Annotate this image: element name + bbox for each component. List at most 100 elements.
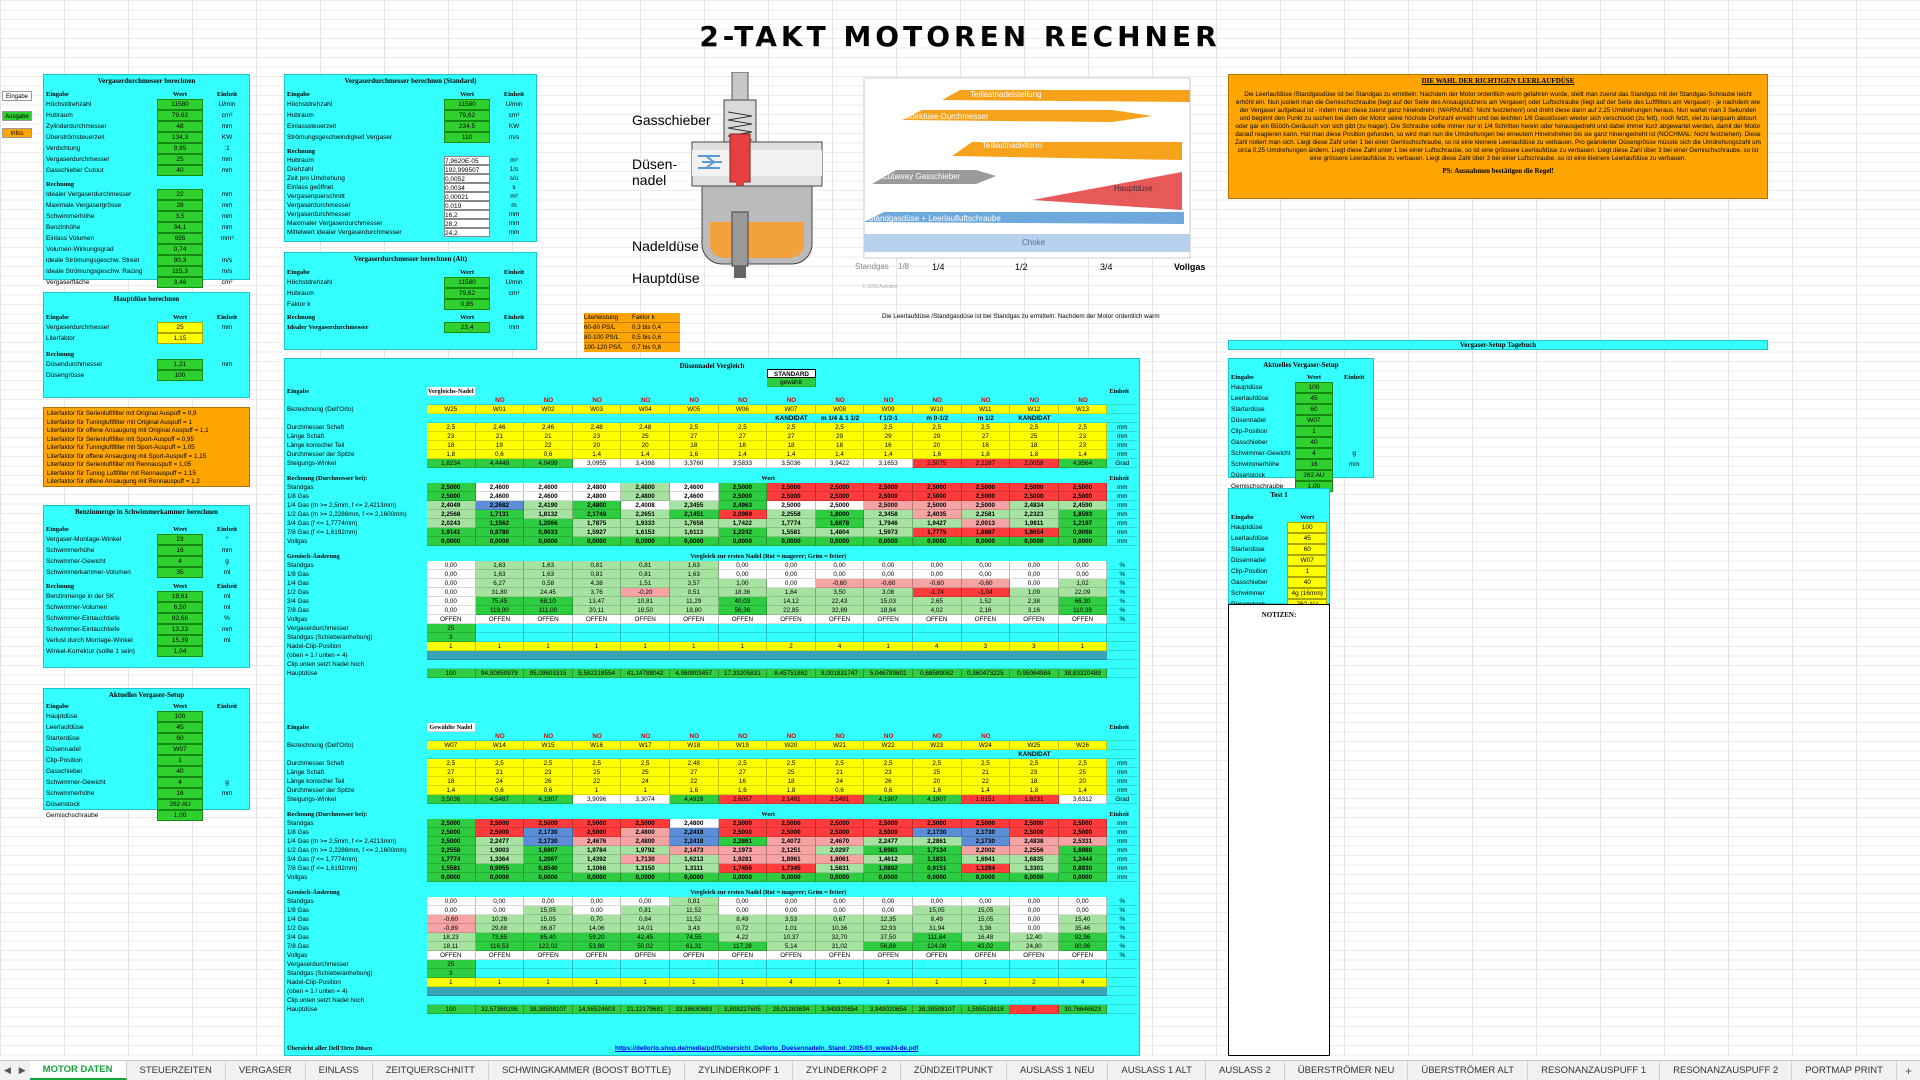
tab-zylinderkopf-2[interactable]: ZYLINDERKOPF 2 xyxy=(793,1061,901,1080)
needle-cell[interactable]: W16 xyxy=(572,741,622,750)
input-cell[interactable]: 60 xyxy=(1287,544,1327,555)
dim-cell[interactable]: 1,4 xyxy=(718,450,768,459)
hauptduese-cell[interactable]: 30,76646823 xyxy=(1058,1005,1108,1014)
output-cell[interactable]: 695 xyxy=(157,233,203,244)
dim-cell[interactable]: 2,46 xyxy=(475,423,525,432)
extra-cell[interactable] xyxy=(524,624,573,633)
output-cell[interactable]: 35 xyxy=(157,567,203,578)
output-cell[interactable]: 34,1 xyxy=(157,222,203,233)
extra-cell[interactable] xyxy=(767,624,816,633)
diameter-cell[interactable]: 2,1973 xyxy=(718,846,768,855)
needle-cell[interactable]: W02 xyxy=(524,405,573,414)
dim-cell[interactable]: 20 xyxy=(621,441,670,450)
mixture-cell[interactable]: 15,05 xyxy=(524,906,573,915)
flag-cell[interactable]: NO xyxy=(621,732,670,741)
mixture-cell[interactable]: 15,05 xyxy=(524,915,573,924)
dim-cell[interactable]: 2,5 xyxy=(669,423,719,432)
clip-cell[interactable]: 1 xyxy=(475,978,525,987)
mixture-cell[interactable]: OFFEN xyxy=(621,615,670,624)
output-cell[interactable]: 100 xyxy=(1294,382,1334,393)
diameter-cell[interactable]: 0,0000 xyxy=(718,873,768,882)
output-cell[interactable]: 0,0034 xyxy=(444,183,490,192)
mixture-cell[interactable]: 0,00 xyxy=(427,906,476,915)
uebersicht-link[interactable]: https://dellorto.shop.de/media/pdf/Ueber… xyxy=(615,1045,919,1052)
dim-cell[interactable]: 1,4 xyxy=(572,450,622,459)
mixture-cell[interactable]: 8,49 xyxy=(912,915,962,924)
mixture-cell[interactable]: 56,36 xyxy=(718,606,768,615)
mixture-cell[interactable]: OFFEN xyxy=(669,615,719,624)
clip-cell[interactable]: 1 xyxy=(427,978,476,987)
mixture-cell[interactable]: 1,63 xyxy=(669,561,719,570)
diameter-cell[interactable]: 0,0000 xyxy=(572,537,622,546)
needle-cell[interactable]: W25 xyxy=(427,405,476,414)
kandidat-cell[interactable] xyxy=(427,414,476,423)
dim-cell[interactable]: 1,8234 xyxy=(427,459,476,468)
dim-cell[interactable]: 1,4 xyxy=(1058,450,1108,459)
mixture-cell[interactable]: 0,81 xyxy=(621,906,670,915)
dim-cell[interactable]: 1,4 xyxy=(961,786,1011,795)
diameter-cell[interactable]: 1,6981 xyxy=(864,846,913,855)
mixture-cell[interactable]: 2,38 xyxy=(1010,597,1059,606)
diameter-cell[interactable]: 0,8930 xyxy=(1058,864,1108,873)
dim-cell[interactable]: 18 xyxy=(767,777,816,786)
extra-cell[interactable] xyxy=(767,633,816,642)
mixture-cell[interactable]: 0,00 xyxy=(815,570,865,579)
dim-cell[interactable]: 23 xyxy=(427,432,476,441)
diameter-cell[interactable]: 2,5331 xyxy=(1058,837,1108,846)
dim-cell[interactable]: 2,48 xyxy=(621,423,670,432)
mixture-cell[interactable]: 0,00 xyxy=(427,561,476,570)
dim-cell[interactable]: 29 xyxy=(912,432,962,441)
mixture-cell[interactable]: 0,00 xyxy=(475,897,525,906)
diameter-cell[interactable]: 2,5000 xyxy=(427,837,476,846)
clipnote-cell[interactable] xyxy=(718,996,768,1005)
diameter-cell[interactable]: 2,4800 xyxy=(621,828,670,837)
input-cell[interactable]: 25 xyxy=(157,322,203,333)
clipnote-cell[interactable] xyxy=(912,660,962,669)
mixture-cell[interactable]: 0,00 xyxy=(572,897,622,906)
mixture-cell[interactable]: 0,00 xyxy=(864,561,913,570)
tab-zylinderkopf-1[interactable]: ZYLINDERKOPF 1 xyxy=(685,1061,793,1080)
needle-cell[interactable]: W12 xyxy=(1010,405,1059,414)
output-cell[interactable]: 11580 xyxy=(444,99,490,110)
mixture-cell[interactable]: 11,52 xyxy=(669,915,719,924)
output-cell[interactable]: 100 xyxy=(157,711,203,722)
dim-cell[interactable]: 1,8 xyxy=(1010,786,1059,795)
flag-cell[interactable]: NO xyxy=(767,732,816,741)
clip-cell[interactable]: 1 xyxy=(621,978,670,987)
output-cell[interactable]: 6,50 xyxy=(157,602,203,613)
dim-cell[interactable]: 16 xyxy=(864,441,913,450)
output-cell[interactable]: 0,85 xyxy=(444,299,490,310)
diameter-cell[interactable]: 2,5000 xyxy=(1058,819,1108,828)
diameter-cell[interactable]: 0,0000 xyxy=(572,873,622,882)
output-cell[interactable]: 11580 xyxy=(157,99,203,110)
mixture-cell[interactable]: 10,26 xyxy=(475,915,525,924)
clipnote-cell[interactable] xyxy=(815,996,865,1005)
mixture-cell[interactable]: 4,22 xyxy=(718,933,768,942)
diameter-cell[interactable]: 0,0000 xyxy=(961,873,1011,882)
dim-cell[interactable]: 25 xyxy=(621,432,670,441)
mixture-cell[interactable]: 0,00 xyxy=(961,897,1011,906)
mixture-cell[interactable]: -0,60 xyxy=(912,579,962,588)
extra-cell[interactable]: 25 xyxy=(427,624,476,633)
clip-cell[interactable]: 1 xyxy=(572,978,622,987)
mixture-cell[interactable]: 35,46 xyxy=(1058,924,1108,933)
output-cell[interactable]: 40 xyxy=(157,165,203,176)
diameter-cell[interactable]: 1,2197 xyxy=(1058,519,1108,528)
mixture-cell[interactable]: 11,52 xyxy=(669,906,719,915)
spacer-cell[interactable] xyxy=(427,987,476,996)
extra-cell[interactable] xyxy=(864,624,913,633)
dim-cell[interactable]: 2,2287 xyxy=(961,459,1011,468)
flag-cell[interactable]: NO xyxy=(1010,396,1059,405)
dim-cell[interactable]: 18 xyxy=(427,441,476,450)
diameter-cell[interactable]: 2,4800 xyxy=(572,483,622,492)
extra-cell[interactable] xyxy=(815,633,865,642)
mixture-cell[interactable]: OFFEN xyxy=(864,615,913,624)
mixture-cell[interactable]: OFFEN xyxy=(815,615,865,624)
clipnote-cell[interactable] xyxy=(912,996,962,1005)
tab-resonanzauspuff-1[interactable]: RESONANZAUSPUFF 1 xyxy=(1528,1061,1661,1080)
mixture-cell[interactable]: OFFEN xyxy=(572,951,622,960)
hauptduese-cell[interactable]: 38,83320489 xyxy=(1058,669,1108,678)
output-cell[interactable]: 40 xyxy=(1294,437,1334,448)
diameter-cell[interactable]: 0,0000 xyxy=(912,537,962,546)
diameter-cell[interactable]: 2,4049 xyxy=(427,501,476,510)
